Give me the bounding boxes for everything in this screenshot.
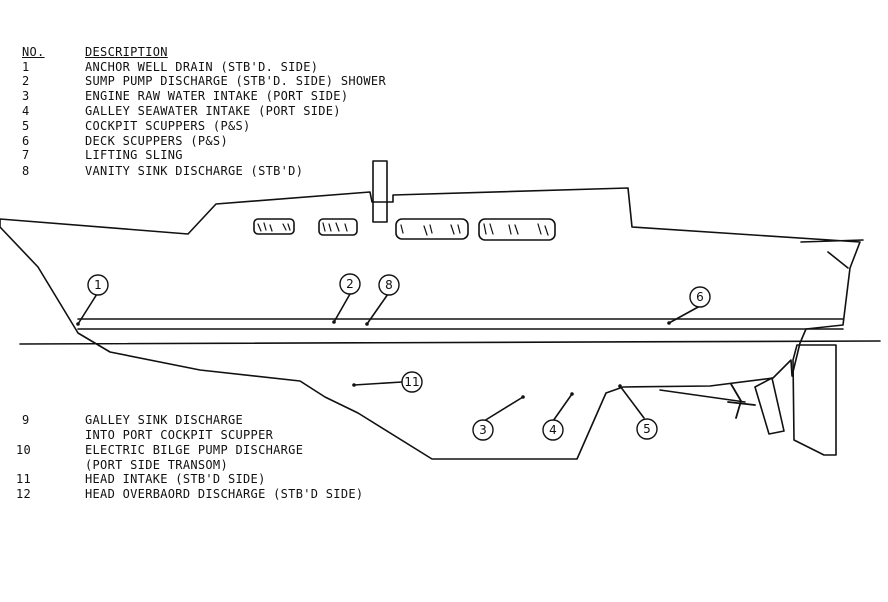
legend-item-desc: GALLEY SINK DISCHARGE (85, 413, 244, 427)
legend-item-desc: HEAD OVERBAORD DISCHARGE (STB'D SIDE) (85, 487, 364, 501)
transom-lower (827, 251, 849, 269)
legend-header-description: DESCRIPTION (85, 45, 168, 59)
prop-shaft (659, 389, 746, 403)
callout-circle (542, 419, 564, 441)
porthole-window (318, 218, 358, 236)
mast (372, 160, 388, 223)
legend-item-no: 12 (16, 487, 32, 501)
callout-circle (87, 274, 109, 296)
legend-item-no: 11 (16, 472, 32, 486)
legend-bottom: 9 GALLEY SINK DISCHARGE INTO PORT COCKPI… (0, 413, 500, 503)
callout-label: 11 (404, 375, 419, 389)
legend-item-no: 6 (22, 134, 30, 148)
propeller (727, 383, 756, 419)
callout-circle (689, 286, 711, 308)
rudder (792, 344, 837, 456)
legend-item-no: 4 (22, 104, 30, 118)
callout-label: 2 (346, 277, 354, 291)
legend-item-no: 1 (22, 60, 30, 74)
transom (800, 239, 864, 243)
legend-item-no: 2 (22, 74, 30, 88)
legend-item-desc: LIFTING SLING (85, 148, 183, 162)
callout-circle (378, 274, 400, 296)
callout-circle (472, 419, 494, 441)
callout-label: 5 (643, 422, 651, 436)
waterline (19, 340, 881, 345)
legend-item-desc: GALLEY SEAWATER INTAKE (PORT SIDE) (85, 104, 341, 118)
porthole-window (253, 218, 295, 235)
legend-item-desc: COCKPIT SCUPPERS (P&S) (85, 119, 251, 133)
callout-label: 3 (479, 423, 487, 437)
callout-label: 1 (94, 278, 102, 292)
callout-circle (401, 371, 423, 393)
legend-item-desc: INTO PORT COCKPIT SCUPPER (85, 428, 274, 442)
legend-top: NO. DESCRIPTION 1 ANCHOR WELL DRAIN (STB… (0, 45, 500, 185)
callout-label: 4 (549, 423, 557, 437)
legend-item-desc: ELECTRIC BILGE PUMP DISCHARGE (85, 443, 304, 457)
callout-label: 8 (385, 278, 393, 292)
legend-item-no: 10 (16, 443, 32, 457)
legend-item-no: 9 (22, 413, 30, 427)
legend-item-desc: (PORT SIDE TRANSOM) (85, 458, 228, 472)
legend-item-desc: ENGINE RAW WATER INTAKE (PORT SIDE) (85, 89, 349, 103)
legend-item-desc: DECK SCUPPERS (P&S) (85, 134, 228, 148)
porthole-window (395, 218, 469, 240)
legend-item-desc: ANCHOR WELL DRAIN (STB'D. SIDE) (85, 60, 319, 74)
legend-item-no: 5 (22, 119, 30, 133)
legend-item-desc: VANITY SINK DISCHARGE (STB'D) (85, 164, 304, 178)
callout-label: 6 (696, 290, 704, 304)
callout-circle (636, 418, 658, 440)
legend-item-desc: HEAD INTAKE (STB'D SIDE) (85, 472, 266, 486)
legend-header-no: NO. (22, 45, 45, 59)
callout-circle (339, 273, 361, 295)
legend-item-no: 7 (22, 148, 30, 162)
legend-item-no: 3 (22, 89, 30, 103)
legend-item-no: 8 (22, 164, 30, 178)
legend-item-desc: SUMP PUMP DISCHARGE (STB'D. SIDE) SHOWER (85, 74, 386, 88)
porthole-window (478, 218, 556, 241)
skeg (754, 377, 785, 435)
window-shading (257, 222, 549, 236)
hull-outline (0, 187, 861, 460)
